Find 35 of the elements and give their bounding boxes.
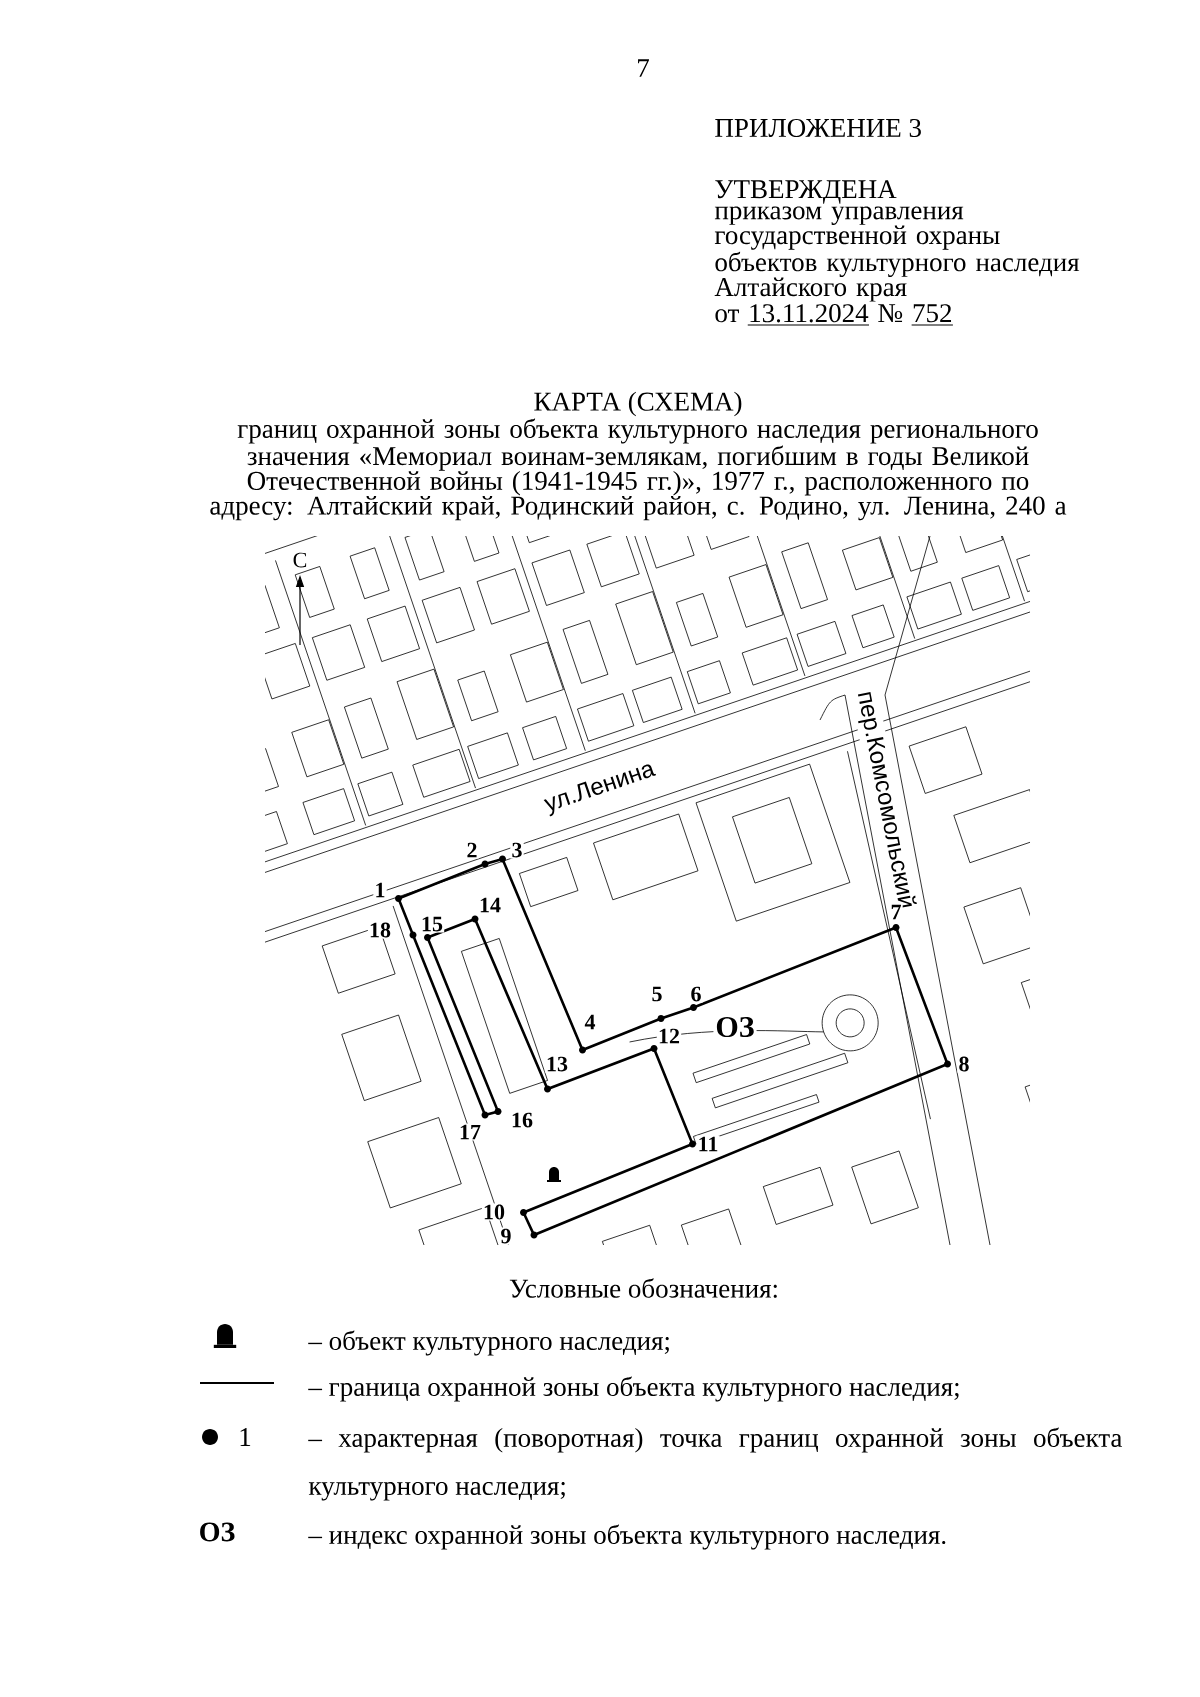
point-number: 5 <box>650 985 664 1003</box>
approval-heading: УТВЕРЖДЕНА <box>715 180 897 204</box>
date-field: 13.11.2024 <box>747 304 870 326</box>
legend-text: – граница охранной зоны объекта культурного наследия; <box>308 1376 959 1402</box>
point-number: 12 <box>656 1027 682 1045</box>
north-letter: С <box>293 552 307 568</box>
point-number: 8 <box>957 1055 971 1073</box>
point-number: 2 <box>465 841 479 859</box>
point-number: 4 <box>583 1013 597 1031</box>
point-number: 10 <box>481 1203 507 1221</box>
point-number: 1 <box>373 881 387 899</box>
point-number: 16 <box>509 1111 535 1129</box>
zone-index: ОЗ <box>713 1014 757 1040</box>
legend-text: – индекс охранной зоны объекта культурного наследия. <box>308 1524 946 1550</box>
point-number: 11 <box>696 1135 720 1153</box>
approval-text: № <box>878 304 903 322</box>
title: КАРТА (СХЕМА) <box>534 391 742 417</box>
legend-heading: Условные обозначения: <box>509 1278 777 1298</box>
legend-number: 1 <box>240 1428 251 1446</box>
page-number: 7 <box>638 59 649 77</box>
point-number: 18 <box>367 921 393 939</box>
point-number: 14 <box>477 896 503 914</box>
legend-text: – объект культурного наследия; <box>308 1330 669 1356</box>
appendix-heading: ПРИЛОЖЕНИЕ 3 <box>715 118 921 138</box>
approval-text: от <box>715 309 739 323</box>
legend-index: ОЗ <box>200 1522 235 1542</box>
subtitle: границ охранной зоны объекта культурного наследия регионального значения «Мемориал воинам-землякам, погибшим в годы Великой Отечественной войны (1941-1945 гг.)», 1977 г., расположенного по адресу: Алтайский край, Родинский район, с. Родино, ул. Ленина, 240 а <box>210 418 1067 521</box>
number-field: 752 <box>911 304 954 326</box>
point-number: 15 <box>419 915 445 933</box>
legend-text: – характерная (поворотная) точка границ охранной зоны объекта культурного наследия; <box>308 1427 1122 1501</box>
point-number: 17 <box>457 1123 483 1141</box>
point-number: 9 <box>499 1227 513 1245</box>
point-number: 6 <box>689 985 703 1003</box>
point-number: 13 <box>544 1055 570 1073</box>
point-number: 3 <box>510 841 524 859</box>
